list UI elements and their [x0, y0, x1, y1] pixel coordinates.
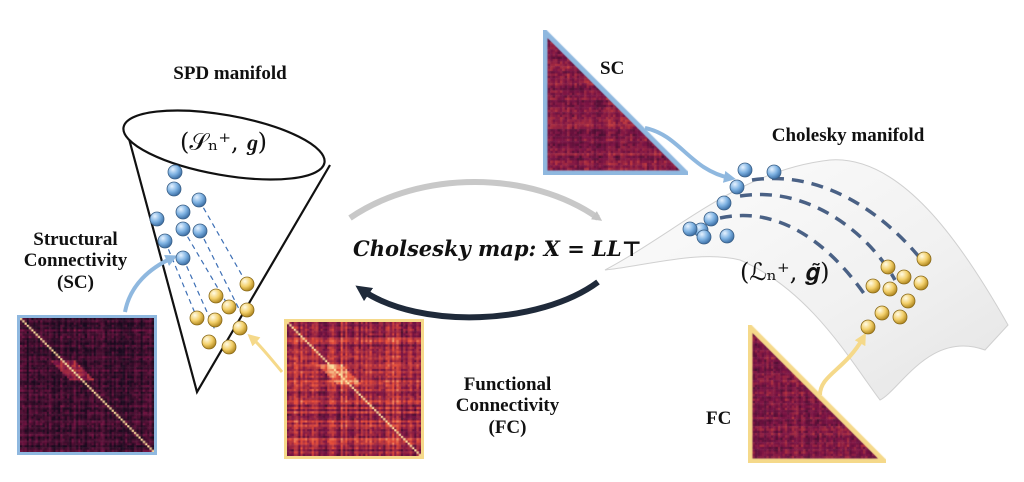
yellow-point — [892, 309, 908, 325]
yellow-point — [208, 288, 224, 304]
fc-to-spd-arrow — [247, 334, 284, 373]
blue-point — [191, 192, 207, 208]
sc-to-spd-arrow — [123, 255, 178, 313]
sc-label-line-2: Connectivity — [23, 250, 128, 272]
spd-manifold-symbol: (𝒮ₙ⁺, 𝒈) — [180, 128, 267, 156]
fc-label-line-1: Functional — [463, 374, 552, 395]
fc-triangle-label: FC — [706, 408, 732, 429]
yellow-point — [880, 259, 896, 275]
yellow-point — [239, 276, 255, 292]
yellow-point — [874, 305, 890, 321]
blue-point — [737, 162, 753, 178]
functional-connectivity-label: Functional Connectivity (FC) — [440, 374, 575, 438]
blue-point — [157, 233, 173, 249]
blue-point — [716, 195, 732, 211]
yellow-point — [900, 293, 916, 309]
blue-point — [719, 228, 735, 244]
yellow-point — [239, 302, 255, 318]
blue-point — [175, 250, 191, 266]
yellow-point — [865, 278, 881, 294]
yellow-point — [882, 281, 898, 297]
cholesky-manifold-symbol: (ℒₙ⁺, 𝒈̃) — [740, 258, 830, 286]
fc-matrix-heatmap — [284, 319, 424, 459]
yellow-point — [232, 320, 248, 336]
blue-point — [167, 164, 183, 180]
blue-point — [192, 223, 208, 239]
blue-point — [175, 221, 191, 237]
spd-manifold-title: SPD manifold — [173, 63, 287, 84]
inverse-map-arrow — [355, 279, 600, 321]
blue-point — [175, 204, 191, 220]
fc-label-line-2: Connectivity — [455, 395, 560, 417]
sc-label-line-1: Structural — [33, 229, 118, 250]
sc-label-line-3: (SC) — [57, 271, 94, 293]
fc-label-line-3: (FC) — [488, 416, 527, 438]
blue-point — [149, 211, 165, 227]
yellow-point — [207, 312, 223, 328]
structural-connectivity-label: Structural Connectivity (SC) — [8, 229, 143, 293]
blue-point — [166, 181, 182, 197]
yellow-point — [221, 339, 237, 355]
fc-cholesky-triangle-heatmap — [748, 325, 886, 463]
yellow-point — [221, 299, 237, 315]
cholesky-manifold-title: Cholesky manifold — [771, 125, 925, 146]
yellow-point — [916, 251, 932, 267]
yellow-point — [896, 269, 912, 285]
sc-matrix-heatmap — [17, 315, 157, 455]
manifold-points — [149, 162, 932, 355]
cholesky-map-label: Cholsesky map: X = LL⊤ — [353, 236, 642, 261]
yellow-point — [201, 334, 217, 350]
blue-point — [703, 211, 719, 227]
blue-point — [696, 229, 712, 245]
sc-triangle-label: SC — [600, 58, 625, 79]
forward-map-arrow — [348, 179, 603, 221]
sc-cholesky-triangle-heatmap — [543, 30, 688, 175]
blue-point — [682, 221, 698, 237]
blue-point — [729, 179, 745, 195]
yellow-point — [913, 275, 929, 291]
blue-point — [766, 164, 782, 180]
yellow-point — [189, 310, 205, 326]
